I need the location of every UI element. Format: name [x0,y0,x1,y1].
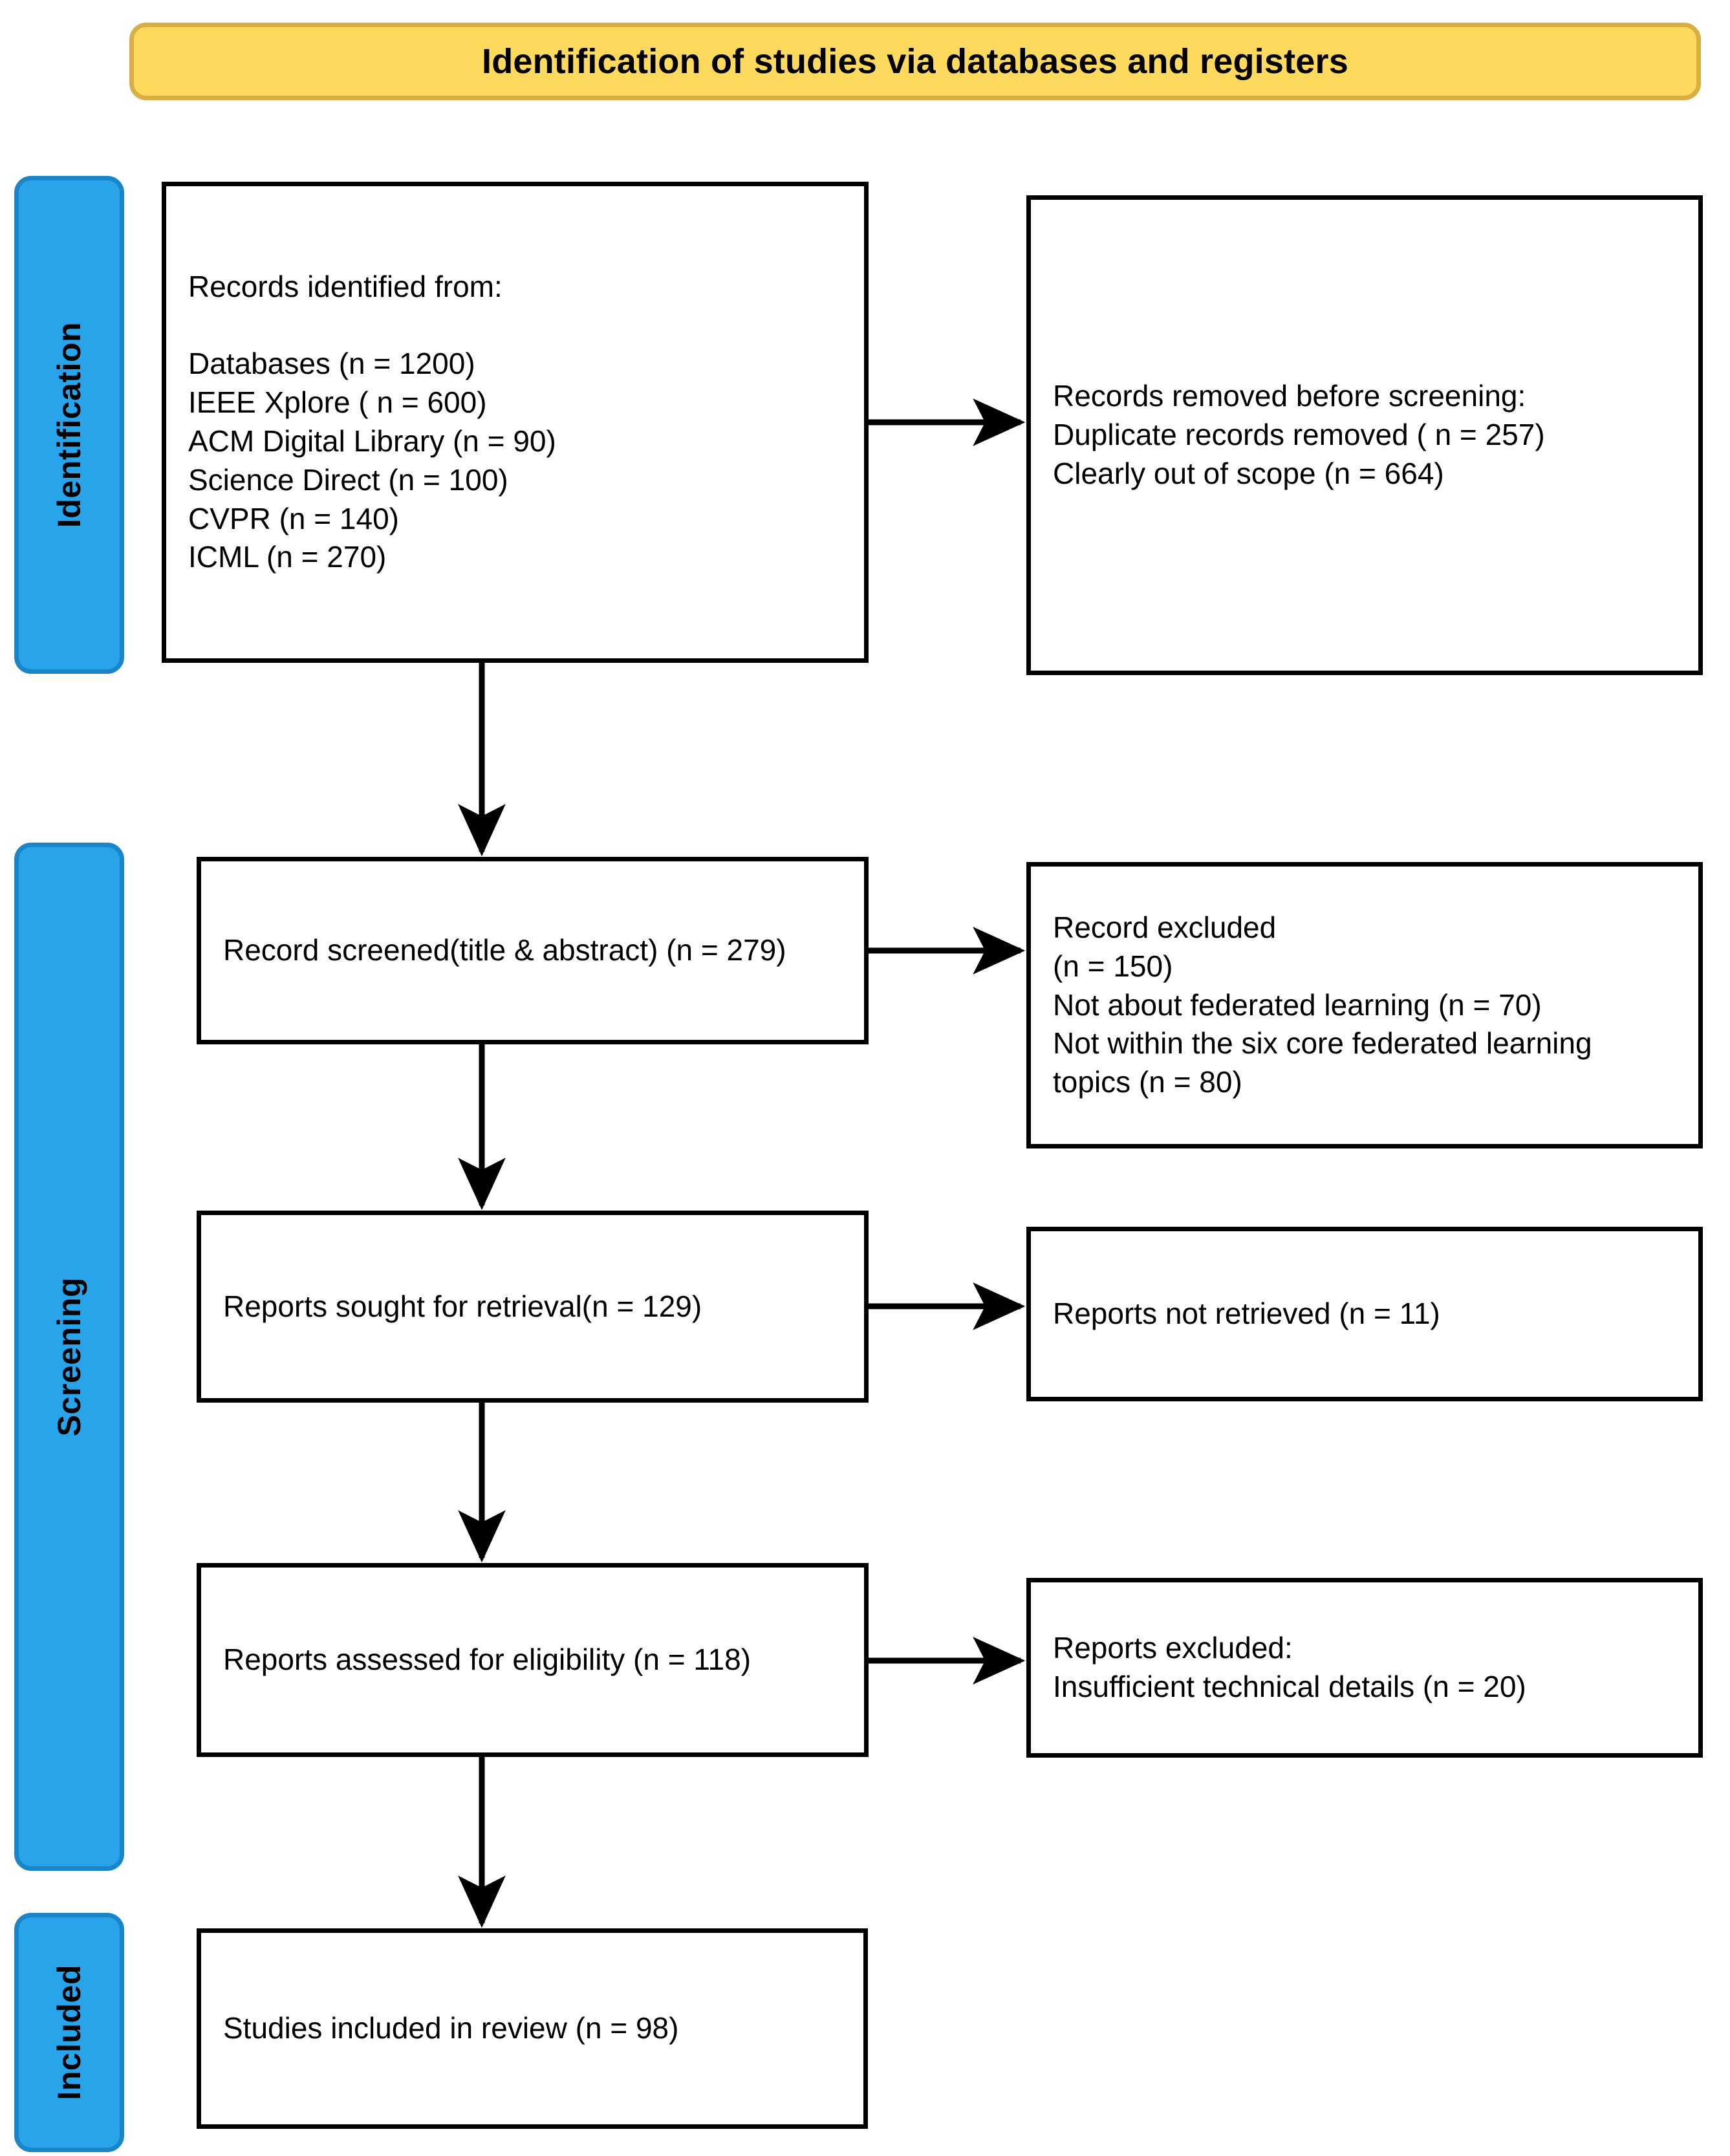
box-record-screened: Record screened(title & abstract) (n = 2… [197,857,869,1044]
box-records-removed: Records removed before screening: Duplic… [1026,195,1703,675]
page-title: Identification of studies via databases … [482,42,1348,81]
stage-bar-included: Included [14,1913,124,2152]
box-reports-sought-for-retrieval: Reports sought for retrieval(n = 129) [197,1211,869,1403]
stage-label-screening: Screening [51,1277,87,1437]
box-records-removed-text: Records removed before screening: Duplic… [1053,379,1545,490]
box-records-identified-text: Records identified from: Databases (n = … [188,269,556,574]
box-reports-not-retrieved: Reports not retrieved (n = 11) [1026,1227,1703,1401]
box-reports-excluded: Reports excluded: Insufficient technical… [1026,1578,1703,1758]
box-reports-sought-text: Reports sought for retrieval(n = 129) [223,1289,702,1323]
box-reports-assessed-for-eligibility: Reports assessed for eligibility (n = 11… [197,1563,869,1757]
diagram-title-banner: Identification of studies via databases … [129,23,1701,100]
stage-label-identification: Identification [51,321,87,528]
box-studies-included-in-review: Studies included in review (n = 98) [197,1928,868,2129]
stage-bar-screening: Screening [14,843,124,1871]
box-reports-excluded-text: Reports excluded: Insufficient technical… [1053,1631,1526,1703]
box-reports-not-retrieved-text: Reports not retrieved (n = 11) [1053,1297,1440,1331]
box-records-identified: Records identified from: Databases (n = … [162,182,869,663]
box-record-excluded: Record excluded (n = 150) Not about fede… [1026,862,1703,1148]
box-record-screened-text: Record screened(title & abstract) (n = 2… [223,933,786,967]
box-record-excluded-text: Record excluded (n = 150) Not about fede… [1053,911,1592,1099]
box-studies-included-text: Studies included in review (n = 98) [223,2011,679,2045]
box-reports-assessed-text: Reports assessed for eligibility (n = 11… [223,1643,751,1677]
stage-label-included: Included [51,1965,87,2100]
stage-bar-identification: Identification [14,176,124,674]
